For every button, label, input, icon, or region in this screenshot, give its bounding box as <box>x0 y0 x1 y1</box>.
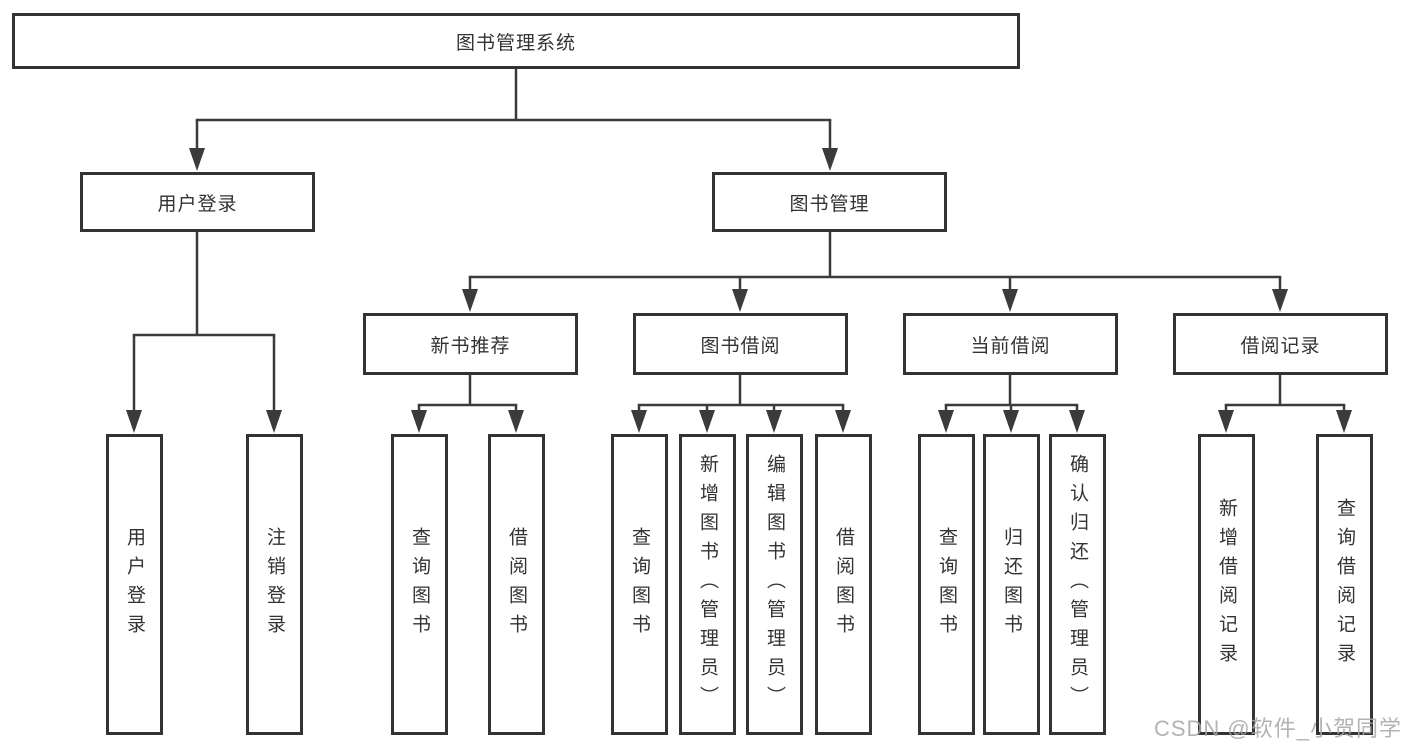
node-book-borrowing: 图书借阅 <box>633 313 848 375</box>
leaf-edit-books-admin: 编辑图书（管理员） <box>746 434 803 735</box>
node-label: 借阅记录 <box>1240 335 1321 357</box>
csdn-watermark: CSDN @软件_小贺同学 <box>1153 716 1402 741</box>
node-system-root: 图书管理系统 <box>12 13 1020 69</box>
leaf-add-borrow-record: 新增借阅记录 <box>1198 434 1255 735</box>
leaf-current-query-books: 查询图书 <box>918 434 975 735</box>
leaf-newbook-query-books: 查询图书 <box>391 434 448 735</box>
node-label: 确认归还（管理员） <box>1067 454 1088 715</box>
node-label: 用户登录 <box>157 193 238 215</box>
leaf-add-books-admin: 新增图书（管理员） <box>679 434 736 735</box>
node-label: 注销登录 <box>264 526 285 643</box>
leaf-user-login: 用户登录 <box>106 434 163 735</box>
leaf-query-borrow-record: 查询借阅记录 <box>1316 434 1373 735</box>
leaf-borrow-query-books: 查询图书 <box>611 434 668 735</box>
node-label: 当前借阅 <box>970 335 1051 357</box>
node-label: 查询图书 <box>936 526 957 643</box>
node-user-login: 用户登录 <box>80 172 315 232</box>
node-label: 归还图书 <box>1001 526 1022 643</box>
leaf-newbook-borrow-books: 借阅图书 <box>488 434 545 735</box>
leaf-logout: 注销登录 <box>246 434 303 735</box>
node-label: 查询图书 <box>409 526 430 643</box>
node-label: 图书管理 <box>789 193 870 215</box>
node-label: 借阅图书 <box>833 526 854 643</box>
node-label: 新增借阅记录 <box>1216 497 1237 672</box>
node-borrow-records: 借阅记录 <box>1173 313 1388 375</box>
node-current-borrowing: 当前借阅 <box>903 313 1118 375</box>
node-label: 新书推荐 <box>430 335 511 357</box>
node-label: 查询借阅记录 <box>1334 497 1355 672</box>
node-book-management: 图书管理 <box>712 172 947 232</box>
leaf-confirm-return-admin: 确认归还（管理员） <box>1049 434 1106 735</box>
node-label: 借阅图书 <box>506 526 527 643</box>
arrowheads <box>126 148 1352 433</box>
node-label: 新增图书（管理员） <box>697 454 718 715</box>
node-label: 用户登录 <box>124 526 145 643</box>
node-new-book-recommend: 新书推荐 <box>363 313 578 375</box>
node-label: 查询图书 <box>629 526 650 643</box>
node-label: 图书管理系统 <box>455 32 576 54</box>
leaf-borrow-books: 借阅图书 <box>815 434 872 735</box>
node-label: 编辑图书（管理员） <box>764 454 785 715</box>
leaf-return-books: 归还图书 <box>983 434 1040 735</box>
node-label: 图书借阅 <box>700 335 781 357</box>
